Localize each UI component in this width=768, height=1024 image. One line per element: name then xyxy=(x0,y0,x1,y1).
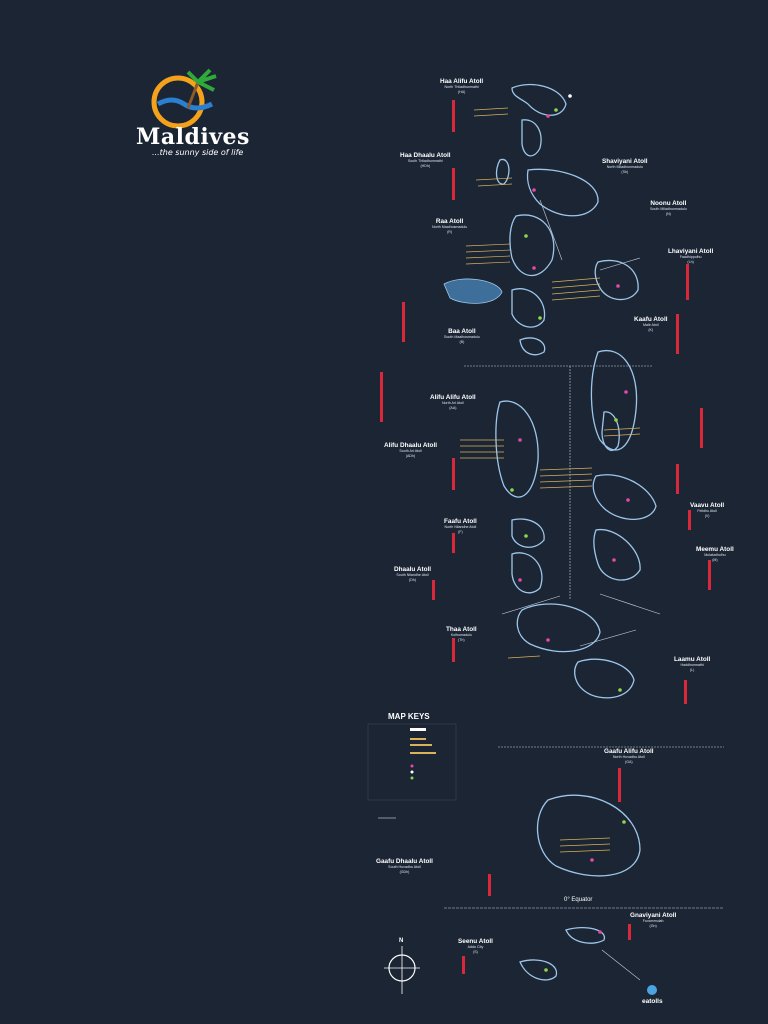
maldives-logo xyxy=(151,68,217,129)
compass-rose xyxy=(384,946,420,994)
male-lagoon xyxy=(443,278,503,304)
equator-label: 0° Equator xyxy=(564,897,593,903)
brand-name: eatolls xyxy=(642,998,663,1005)
map-keys-panel xyxy=(367,723,457,819)
resort-markers xyxy=(510,94,630,972)
logo-tagline: ...the sunny side of life xyxy=(152,148,244,157)
sector-lines xyxy=(444,199,724,981)
resort-leaders xyxy=(460,107,641,853)
brand-icon xyxy=(647,985,657,995)
compass-north-label: N xyxy=(399,938,404,944)
logo-wordmark: Maldives xyxy=(136,124,250,150)
map-keys-title: MAP KEYS xyxy=(388,712,430,721)
atoll-reefs xyxy=(495,83,657,981)
dive-site-columns xyxy=(380,100,711,974)
